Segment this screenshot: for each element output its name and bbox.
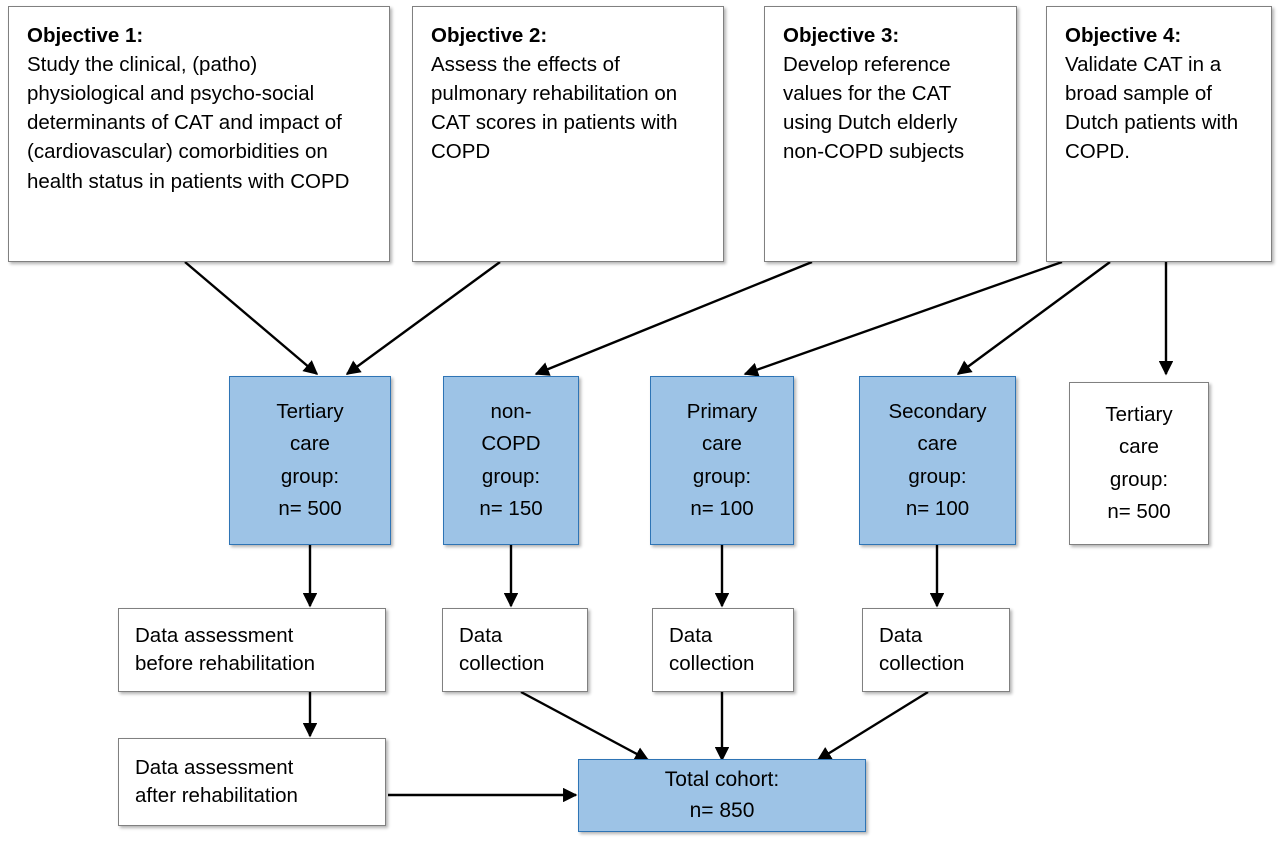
step-line: collection [879,652,965,675]
step-line: Data [459,623,503,647]
group-line: n= 500 [278,496,342,520]
arrow-collection3-to-total [816,690,929,762]
group-line: group: [481,464,541,488]
total-cohort-box[interactable]: Total cohort: n= 850 [578,759,866,832]
primary-care-group-box[interactable]: Primary care group: n= 100 [650,376,794,545]
objective-3-body: Develop reference values for the CAT usi… [783,53,965,164]
group-line: group: [1109,467,1169,491]
objective-4-box[interactable]: Objective 4: Validate CAT in a broad sam… [1046,6,1272,262]
step-line: collection [459,652,545,675]
group-line: n= 100 [690,496,754,520]
group-line: n= 500 [1107,499,1171,523]
arrow-obj4-to-primary [743,260,1063,377]
arrow-obj2-to-tertiary1 [345,261,501,375]
step-line: Data assessment [135,623,294,647]
arrow-obj3-to-noncopd [534,260,813,376]
secondary-care-group-box[interactable]: Secondary care group: n= 100 [859,376,1016,545]
data-collection-3-box[interactable]: Data collection [862,608,1010,692]
objective-1-body: Study the clinical, (patho) physiologica… [27,53,350,193]
group-line: group: [908,464,967,488]
arrow-obj1-to-tertiary1 [184,261,319,375]
group-line: n= 150 [479,496,543,520]
group-line: group: [280,464,340,488]
group-line: care [702,432,742,456]
step-line: before rehabilitation [135,652,316,675]
group-line: Tertiary [1105,402,1173,426]
data-assessment-before-box[interactable]: Data assessment before rehabilitation [118,608,386,692]
total-cohort-label: Total cohort: [664,768,780,792]
arrow-collection1-to-total [520,690,650,762]
objective-2-title: Objective 2: [431,24,548,47]
tertiary-care-group-1-box[interactable]: Tertiary care group: n= 500 [229,376,391,545]
step-line: Data [879,623,923,647]
data-collection-1-box[interactable]: Data collection [442,608,588,692]
group-line: care [917,432,958,456]
group-line: Primary [686,399,758,423]
group-line: care [1119,435,1159,459]
step-line: after rehabilitation [135,784,298,807]
group-line: group: [692,464,752,488]
arrow-obj4-to-secondary [956,261,1111,375]
objective-1-box[interactable]: Objective 1: Study the clinical, (patho)… [8,6,390,262]
group-line: care [290,432,330,456]
group-line: Tertiary [276,399,344,423]
tertiary-care-group-2-box[interactable]: Tertiary care group: n= 500 [1069,382,1209,545]
objective-1-title: Objective 1: [27,24,144,47]
objective-3-box[interactable]: Objective 3: Develop reference values fo… [764,6,1017,262]
objective-2-body: Assess the effects of pulmonary rehabili… [431,53,678,164]
objective-2-box[interactable]: Objective 2: Assess the effects of pulmo… [412,6,724,262]
objective-4-title: Objective 4: [1065,24,1182,47]
group-line: n= 100 [905,496,970,520]
step-line: collection [669,652,755,675]
objective-3-title: Objective 3: [783,24,900,47]
group-line: COPD [481,432,541,456]
group-line: Secondary [888,399,987,423]
non-copd-group-box[interactable]: non- COPD group: n= 150 [443,376,579,545]
group-line: non- [490,399,532,423]
total-cohort-count: n= 850 [689,798,755,822]
data-assessment-after-box[interactable]: Data assessment after rehabilitation [118,738,386,826]
objective-4-body: Validate CAT in a broad sample of Dutch … [1065,53,1239,164]
data-collection-2-box[interactable]: Data collection [652,608,794,692]
step-line: Data assessment [135,755,294,779]
step-line: Data [669,623,713,647]
